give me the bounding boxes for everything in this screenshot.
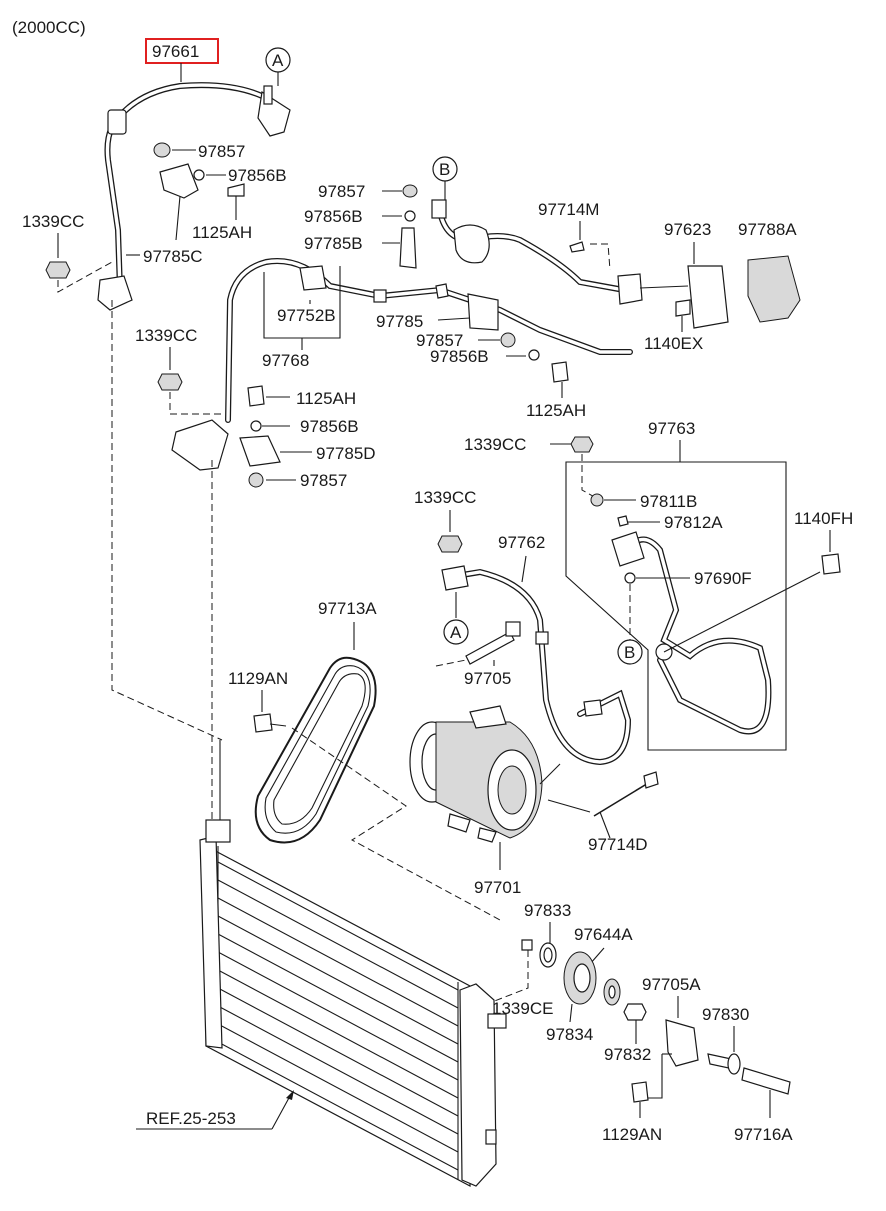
- part-label-1140EX[interactable]: 1140EX: [644, 334, 703, 353]
- callout-b-top: B: [432, 156, 458, 200]
- part-label-1339CC-b[interactable]: 1339CC: [135, 326, 197, 345]
- part-label-97763[interactable]: 97763: [648, 419, 695, 438]
- svg-text:B: B: [624, 643, 635, 662]
- part-label-1339CE[interactable]: 1339CE: [492, 999, 553, 1018]
- part-label-1125AH-a[interactable]: 1125AH: [192, 223, 252, 242]
- reference-note: REF.25-253: [136, 1090, 294, 1130]
- hose-97661: [104, 82, 291, 293]
- part-label-1339CC-d[interactable]: 1339CC: [414, 488, 476, 507]
- part-label-97714M[interactable]: 97714M: [538, 200, 599, 219]
- part-label-1339CC-a[interactable]: 1339CC: [22, 212, 84, 231]
- part-label-97705A[interactable]: 97705A: [642, 975, 701, 994]
- part-label-97830[interactable]: 97830: [702, 1005, 749, 1024]
- part-label-97785[interactable]: 97785: [376, 312, 423, 331]
- part-label-97768[interactable]: 97768: [262, 351, 309, 370]
- part-1129AN-a: 1129AN: [228, 669, 501, 921]
- part-label-97857-b[interactable]: 97857: [318, 182, 365, 201]
- hose-97768: 97752B 97785 97768: [225, 258, 633, 423]
- highlight-box: [145, 38, 219, 64]
- part-label-97856B-c[interactable]: 97856B: [430, 347, 489, 366]
- part-label-1140FH[interactable]: 1140FH: [794, 509, 853, 528]
- parts-1339CC-left: 1339CC: [22, 212, 223, 741]
- part-label-97623[interactable]: 97623: [664, 220, 711, 239]
- part-label-97661[interactable]: 97661: [152, 42, 199, 61]
- part-label-1129AN-b[interactable]: 1129AN: [602, 1125, 662, 1144]
- parts-1339CC-middle: 1339CC: [135, 326, 229, 820]
- part-label-97785B[interactable]: 97785B: [304, 234, 363, 253]
- part-97623-97788A: 97623 97788A 1140EX: [639, 220, 801, 353]
- part-label-97857-d[interactable]: 97857: [300, 471, 347, 490]
- part-label-97716A[interactable]: 97716A: [734, 1125, 793, 1144]
- part-label-97705[interactable]: 97705: [464, 669, 511, 688]
- parts-cluster-top-left: 97857 97856B 1125AH 97785C: [126, 142, 287, 266]
- part-label-97857-c[interactable]: 97857: [416, 331, 463, 350]
- part-label-97856B-a[interactable]: 97856B: [228, 166, 287, 185]
- hose-97714M: 97714M: [431, 199, 643, 305]
- parts-cluster-upper-middle: 97857 97856B 97785B: [304, 182, 418, 269]
- belt-97713A: 97713A: [254, 599, 377, 844]
- part-label-97788A[interactable]: 97788A: [738, 220, 797, 239]
- part-label-97832[interactable]: 97832: [604, 1045, 651, 1064]
- part-label-97690F[interactable]: 97690F: [694, 569, 752, 588]
- assembly-97763: 1339CC 97763 97811B 97812A 97690F: [464, 419, 821, 751]
- part-label-97857-a[interactable]: 97857: [198, 142, 245, 161]
- part-label-97834[interactable]: 97834: [546, 1025, 593, 1044]
- part-label-97856B-b[interactable]: 97856B: [304, 207, 363, 226]
- part-label-97644A[interactable]: 97644A: [574, 925, 633, 944]
- hose-97762: 1339CC 97762: [414, 488, 632, 766]
- engine-variant-label: (2000CC): [12, 18, 86, 37]
- part-label-97811B[interactable]: 97811B: [640, 492, 697, 511]
- clutch-parts: 97833 1339CE 97644A 97834 97705A 97832 9…: [491, 901, 793, 1144]
- part-97705: 97705: [435, 621, 521, 688]
- parts-cluster-lower-left: 1125AH 97856B 97785D 97857: [239, 385, 376, 490]
- part-label-97713A[interactable]: 97713A: [318, 599, 377, 618]
- svg-text:A: A: [450, 623, 462, 642]
- part-label-1129AN-a[interactable]: 1129AN: [228, 669, 288, 688]
- part-label-97812A[interactable]: 97812A: [664, 513, 723, 532]
- callout-b-lower: B: [617, 639, 643, 665]
- part-label-97762[interactable]: 97762: [498, 533, 545, 552]
- part-label-97856B-d[interactable]: 97856B: [300, 417, 359, 436]
- part-1140FH: 1140FH: [794, 509, 853, 575]
- svg-text:B: B: [439, 160, 450, 179]
- svg-text:A: A: [272, 51, 284, 70]
- parts-cluster-right-middle: 97857 97856B 1125AH: [416, 331, 586, 420]
- part-label-97785D[interactable]: 97785D: [316, 444, 376, 463]
- part-label-1339CC-c[interactable]: 1339CC: [464, 435, 526, 454]
- reference-label: REF.25-253: [146, 1109, 236, 1128]
- callout-a-lower: A: [443, 619, 469, 645]
- callout-a-top: A: [265, 47, 291, 86]
- part-label-97701[interactable]: 97701: [474, 878, 521, 897]
- part-label-97714D[interactable]: 97714D: [588, 835, 648, 854]
- part-label-97833[interactable]: 97833: [524, 901, 571, 920]
- part-label-1125AH-c[interactable]: 1125AH: [526, 401, 586, 420]
- part-label-97785C[interactable]: 97785C: [143, 247, 203, 266]
- part-label-1125AH-b[interactable]: 1125AH: [296, 389, 356, 408]
- condenser: [199, 740, 507, 1187]
- part-label-97752B[interactable]: 97752B: [277, 306, 336, 325]
- compressor-97701: 97701 97714D: [409, 705, 659, 897]
